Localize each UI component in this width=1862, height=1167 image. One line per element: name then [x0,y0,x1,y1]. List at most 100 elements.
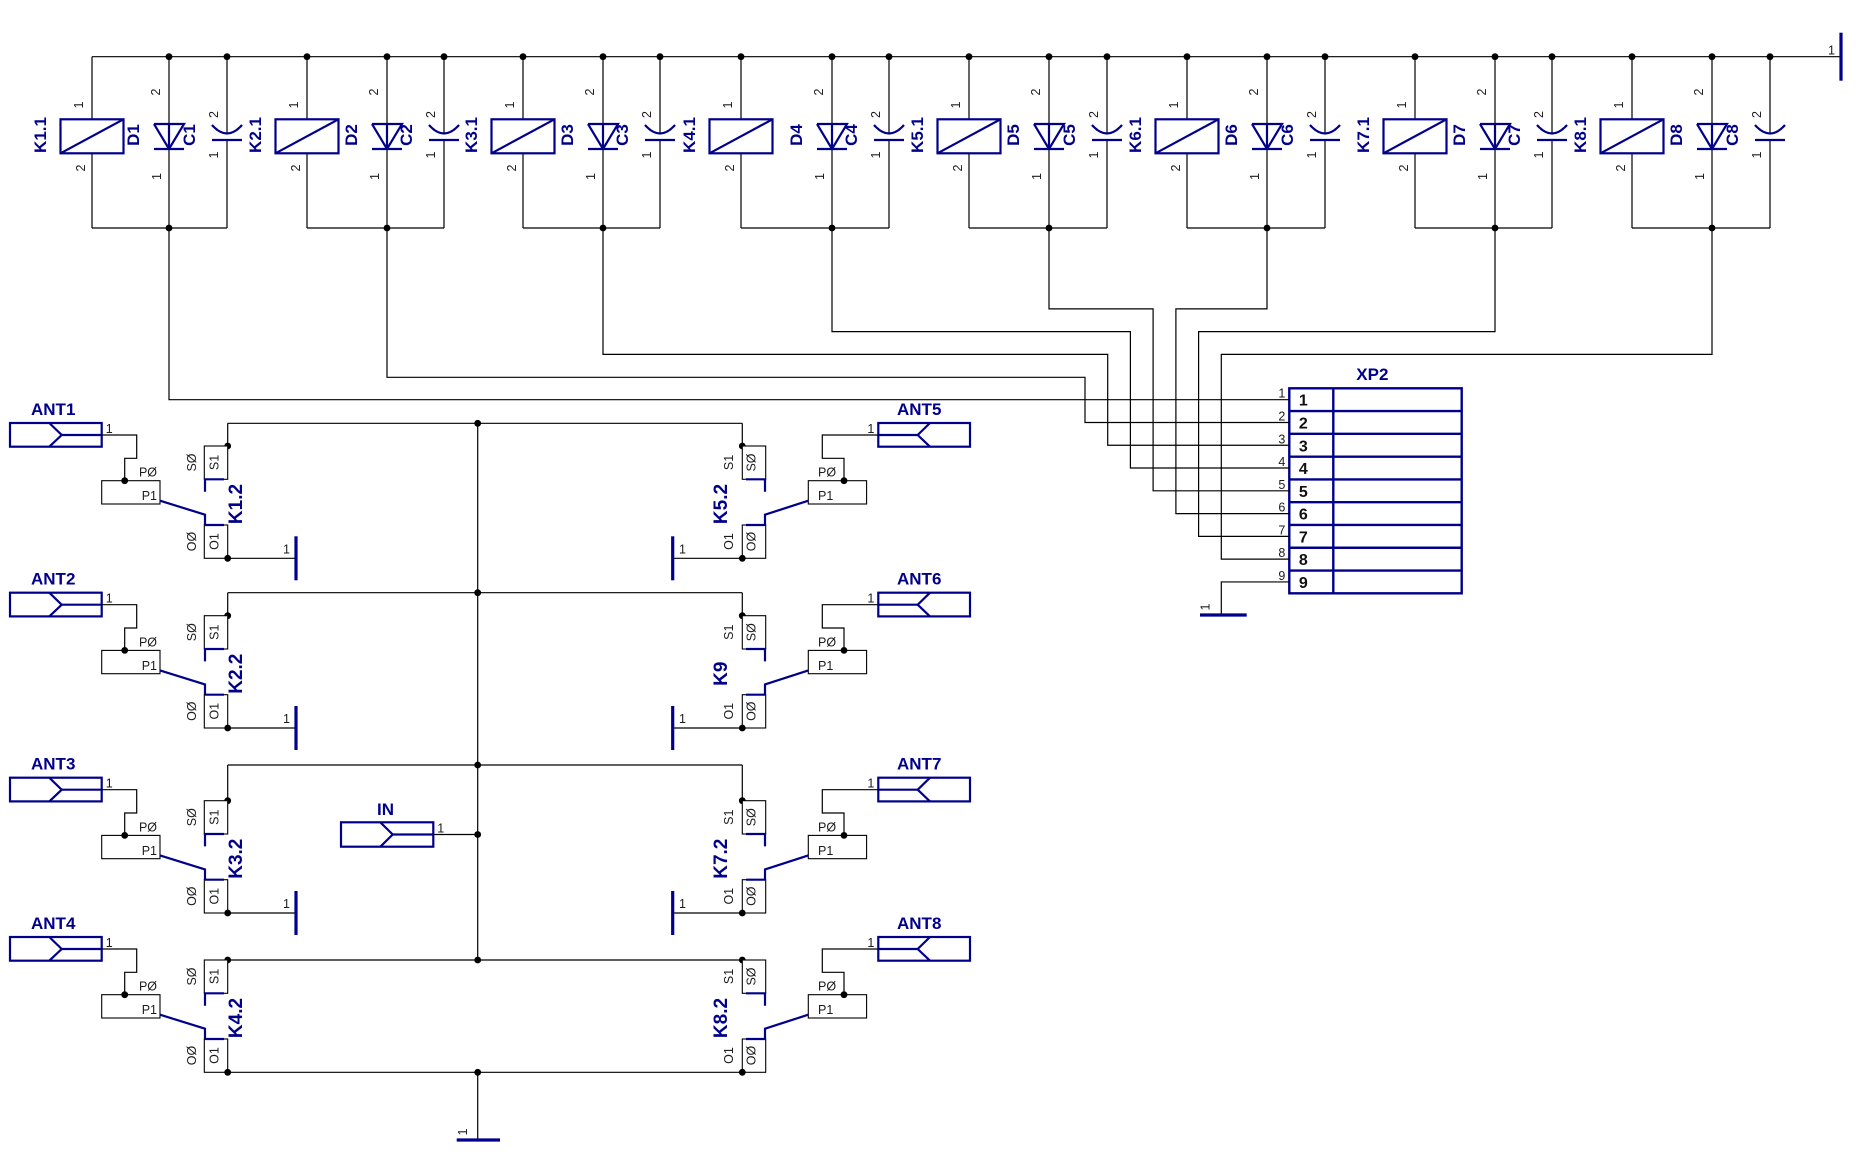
junction-dot [1628,53,1636,61]
junction-dot [599,53,607,61]
p-pinbox [101,994,161,1019]
ant-label: ANT5 [897,400,941,419]
xp2-pin-number: 3 [1299,438,1308,455]
junction-dot [383,53,391,61]
relay-K3.1: K3.112 [462,101,556,171]
junction-dot [1321,53,1329,61]
wire [101,789,138,836]
pin-number: 1 [1476,173,1490,180]
wire [1220,581,1290,615]
pin-name-s0: SØ [745,623,759,641]
xp2-pin-designator: 5 [1278,478,1285,492]
pin-number: 2 [505,164,519,171]
pin-name-o0: OØ [745,532,759,552]
pin-name-s0: SØ [185,453,199,471]
shape [1382,118,1448,155]
pin-name-s0: SØ [185,623,199,641]
pin-number: 2 [1475,88,1489,95]
switch-row-2 [224,592,746,620]
pin-name-s0: SØ [745,808,759,826]
switch-ref: K5.2 [711,484,732,524]
pin-name-o1: O1 [722,1047,736,1064]
wire [101,948,138,995]
xp2-pin-number: 7 [1299,529,1308,546]
ant-pin-number: 1 [106,422,113,436]
shape [274,118,340,155]
switch-row-3 [224,764,746,805]
pin-name-o1: O1 [208,888,222,905]
relay-K2.1: K2.112 [246,101,340,171]
pin-name-s1: S1 [722,625,736,640]
pin-name-p1: P1 [818,659,833,673]
cap-curved-plate [1091,124,1123,135]
pin-number: 2 [723,164,737,171]
wire [1048,228,1290,492]
p-pinbox [101,649,161,675]
shape [763,854,809,880]
pin-name-p1: P1 [818,489,833,503]
relay-ref: K8.1 [1571,117,1590,153]
pin-name-p1: P1 [142,1003,157,1017]
junction-dot [656,53,664,61]
pin-name-o1: O1 [208,703,222,720]
pin-number: 1 [287,101,301,108]
relay-ref: K7.1 [1354,117,1373,153]
pin-number: 1 [150,173,164,180]
pin-name-o0: OØ [185,1046,199,1066]
xp2-pin-number: 2 [1299,415,1308,432]
diode-ref: D6 [1222,124,1241,146]
ant-label: ANT6 [897,570,941,589]
p-pinbox [101,480,161,505]
power-net-label: 1 [1199,603,1213,610]
pin-number: 2 [1305,111,1319,118]
pin-number: 1 [813,173,827,180]
cap-curved-plate [1309,124,1341,135]
junction-dot [1548,53,1556,61]
pin-name-p1: P1 [142,844,157,858]
switch-ref: K7.2 [711,839,732,879]
shape [1154,118,1220,155]
center-bus [474,419,482,964]
pin-number: 2 [1029,88,1043,95]
pin-number: 1 [1395,101,1409,108]
pin-name-o1: O1 [722,888,736,905]
pin-name-s1: S1 [722,810,736,825]
shape [936,118,1002,155]
relay-K5.1: K5.112 [908,101,1002,171]
pin-number: 1 [1087,151,1101,158]
shape [763,669,809,695]
xp2-body [1288,387,1463,595]
connector-IN: IN1 [339,800,482,848]
pin-number: 2 [1692,88,1706,95]
wire [821,434,879,481]
p-pinbox [807,480,868,505]
pin-number: 2 [812,88,826,95]
xp2-pin-number: 1 [1299,393,1308,410]
ant-label: ANT8 [897,914,941,933]
shape [159,669,207,695]
shape [203,992,224,1006]
junction-dot [440,53,448,61]
xp2-pin-designator: 4 [1278,455,1285,469]
relay-ref: K6.1 [1126,117,1145,153]
pin-number: 1 [1693,173,1707,180]
ant-pin-number: 1 [867,592,874,606]
wire [168,228,1290,401]
cap-curved-plate [873,124,905,135]
junction-dot [828,53,836,61]
shape [746,832,767,847]
pin-number: 2 [367,88,381,95]
junction-dot [1045,53,1053,61]
pin-number: 2 [1532,111,1546,118]
pin-name-o1: O1 [208,1047,222,1064]
junction-dot [474,831,482,838]
cap-ref: C4 [842,124,861,146]
